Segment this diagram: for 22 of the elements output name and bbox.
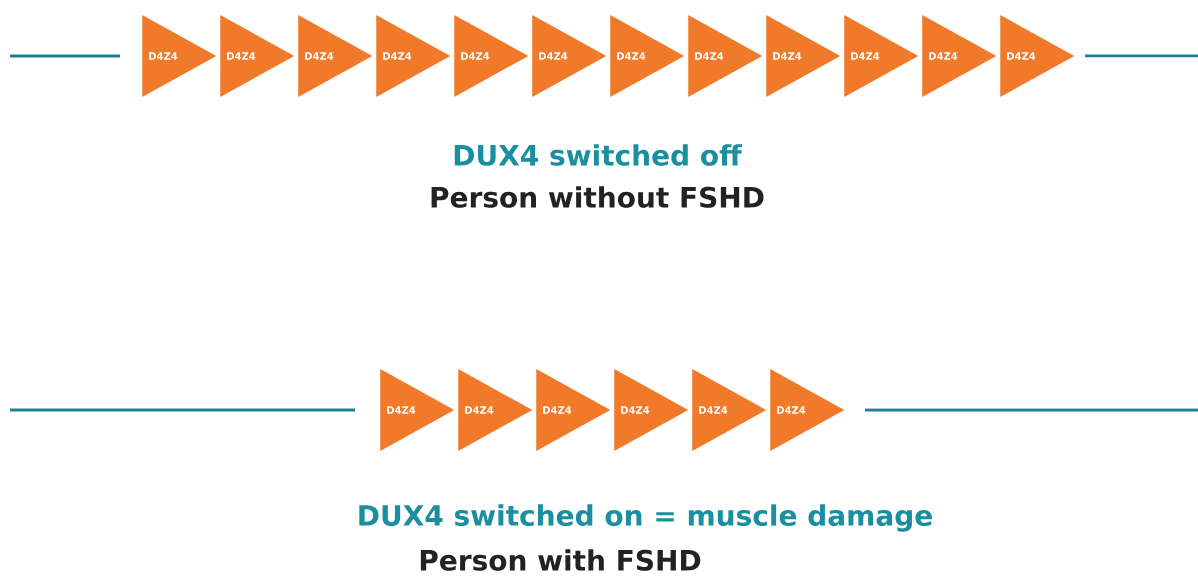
repeat-triangle: D4Z4 [532,15,607,97]
repeat-triangle: D4Z4 [766,15,841,97]
caption-text: DUX4 switched on = muscle damage [359,504,932,532]
repeat-triangle: D4Z4 [692,369,767,451]
repeat-triangle: D4Z4 [770,369,845,451]
repeat-triangle: D4Z4 [454,15,529,97]
caption-text: Person without FSHD [431,186,764,208]
repeat-triangle: D4Z4 [610,15,685,97]
repeat-triangle: D4Z4 [142,15,217,97]
repeat-triangle: D4Z4 [536,369,611,451]
repeat-triangle: D4Z4 [614,369,689,451]
repeat-triangle: D4Z4 [844,15,919,97]
repeat-triangle: D4Z4 [376,15,451,97]
repeat-triangle: D4Z4 [688,15,763,97]
repeat-triangle: D4Z4 [1000,15,1075,97]
repeat-triangle: D4Z4 [458,369,533,451]
repeat-triangle: D4Z4 [380,369,455,451]
repeat-triangle: D4Z4 [220,15,295,97]
repeat-triangle: D4Z4 [298,15,373,97]
caption-text: DUX4 switched off [454,144,742,166]
caption-text: Person with FSHD [420,549,701,571]
repeat-triangle: D4Z4 [922,15,997,97]
